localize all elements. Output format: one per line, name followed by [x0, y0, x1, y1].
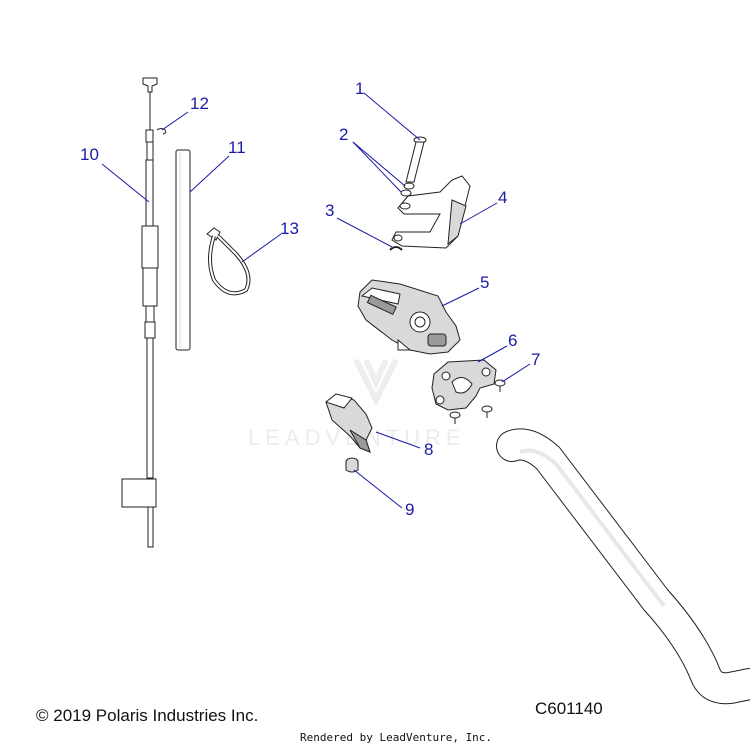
- callout-numbers: 1 2 3 4 5 6 7 8 9 10 11 12 13: [80, 79, 540, 519]
- part-13-cable-tie[interactable]: [206, 227, 251, 296]
- callout-6: 6: [508, 331, 517, 350]
- callout-12: 12: [190, 94, 209, 113]
- copyright-text: © 2019 Polaris Industries Inc.: [36, 706, 259, 725]
- part-9-bushing[interactable]: [345, 457, 359, 473]
- callout-10: 10: [80, 145, 99, 164]
- callout-7: 7: [531, 350, 540, 369]
- part-12-clip[interactable]: [156, 128, 167, 135]
- part-8-mount-block[interactable]: [324, 393, 373, 453]
- callout-1: 1: [355, 79, 364, 98]
- part-3-eclip[interactable]: [389, 246, 403, 251]
- callout-5: 5: [480, 273, 489, 292]
- callout-3: 3: [325, 201, 334, 220]
- part-2-washers[interactable]: [400, 182, 415, 197]
- callout-4: 4: [498, 188, 507, 207]
- callout-11: 11: [228, 138, 246, 157]
- callout-9: 9: [405, 500, 414, 519]
- part-1-pin[interactable]: [405, 136, 427, 183]
- part-4-bracket[interactable]: [391, 175, 471, 249]
- handlebar-reference: [496, 428, 750, 705]
- part-10-cable[interactable]: [121, 77, 159, 548]
- part-6-cover-plate[interactable]: [431, 359, 497, 411]
- leader-lines: [101, 92, 531, 509]
- diagram-code: C601140: [535, 699, 603, 718]
- part-11-sleeve[interactable]: [175, 149, 191, 351]
- rendered-by-text: Rendered by LeadVenture, Inc.: [300, 731, 493, 744]
- part-5-switch-housing[interactable]: [357, 279, 461, 355]
- callout-8: 8: [424, 440, 433, 459]
- callout-13: 13: [280, 219, 299, 238]
- callout-2: 2: [339, 125, 348, 144]
